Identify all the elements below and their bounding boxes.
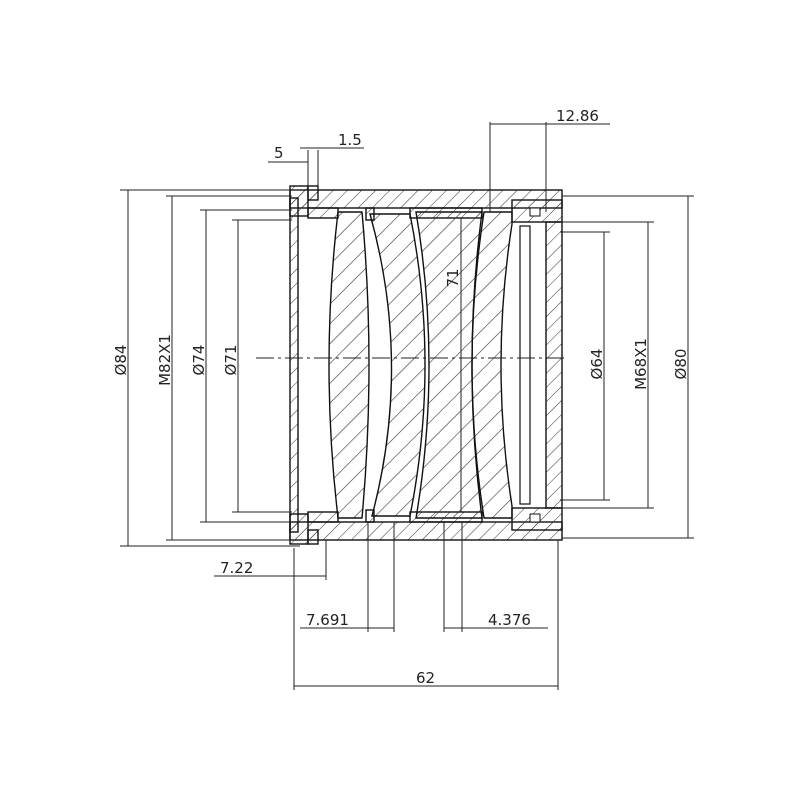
label-d84: Ø84: [112, 345, 130, 376]
left-dimensions: [120, 189, 300, 547]
lens-4: [471, 211, 513, 519]
lens-2: [369, 213, 426, 517]
label-d71: Ø71: [222, 345, 240, 376]
dimension-labels: Ø84 M82X1 Ø74 Ø71 71 Ø64 M68X1 Ø80 5 1.5…: [112, 107, 690, 687]
label-7-22: 7.22: [220, 559, 253, 577]
lens-1: [328, 211, 370, 519]
label-d80: Ø80: [672, 349, 690, 380]
label-62: 62: [416, 669, 435, 687]
label-d64: Ø64: [588, 349, 606, 380]
label-7-691: 7.691: [306, 611, 349, 629]
label-m68x1: M68X1: [632, 338, 650, 390]
label-1-5: 1.5: [338, 131, 362, 149]
label-d74: Ø74: [190, 345, 208, 376]
barrel-housing: [289, 185, 563, 545]
bottom-dimensions: [214, 522, 559, 690]
label-4-376: 4.376: [488, 611, 531, 629]
label-m82x1: M82X1: [156, 334, 174, 386]
lens-elements: [328, 211, 513, 519]
label-71: 71: [444, 268, 462, 287]
label-12-86: 12.86: [556, 107, 599, 125]
right-dimensions: [560, 195, 694, 539]
label-5: 5: [274, 144, 284, 162]
top-dimensions: [268, 122, 610, 212]
